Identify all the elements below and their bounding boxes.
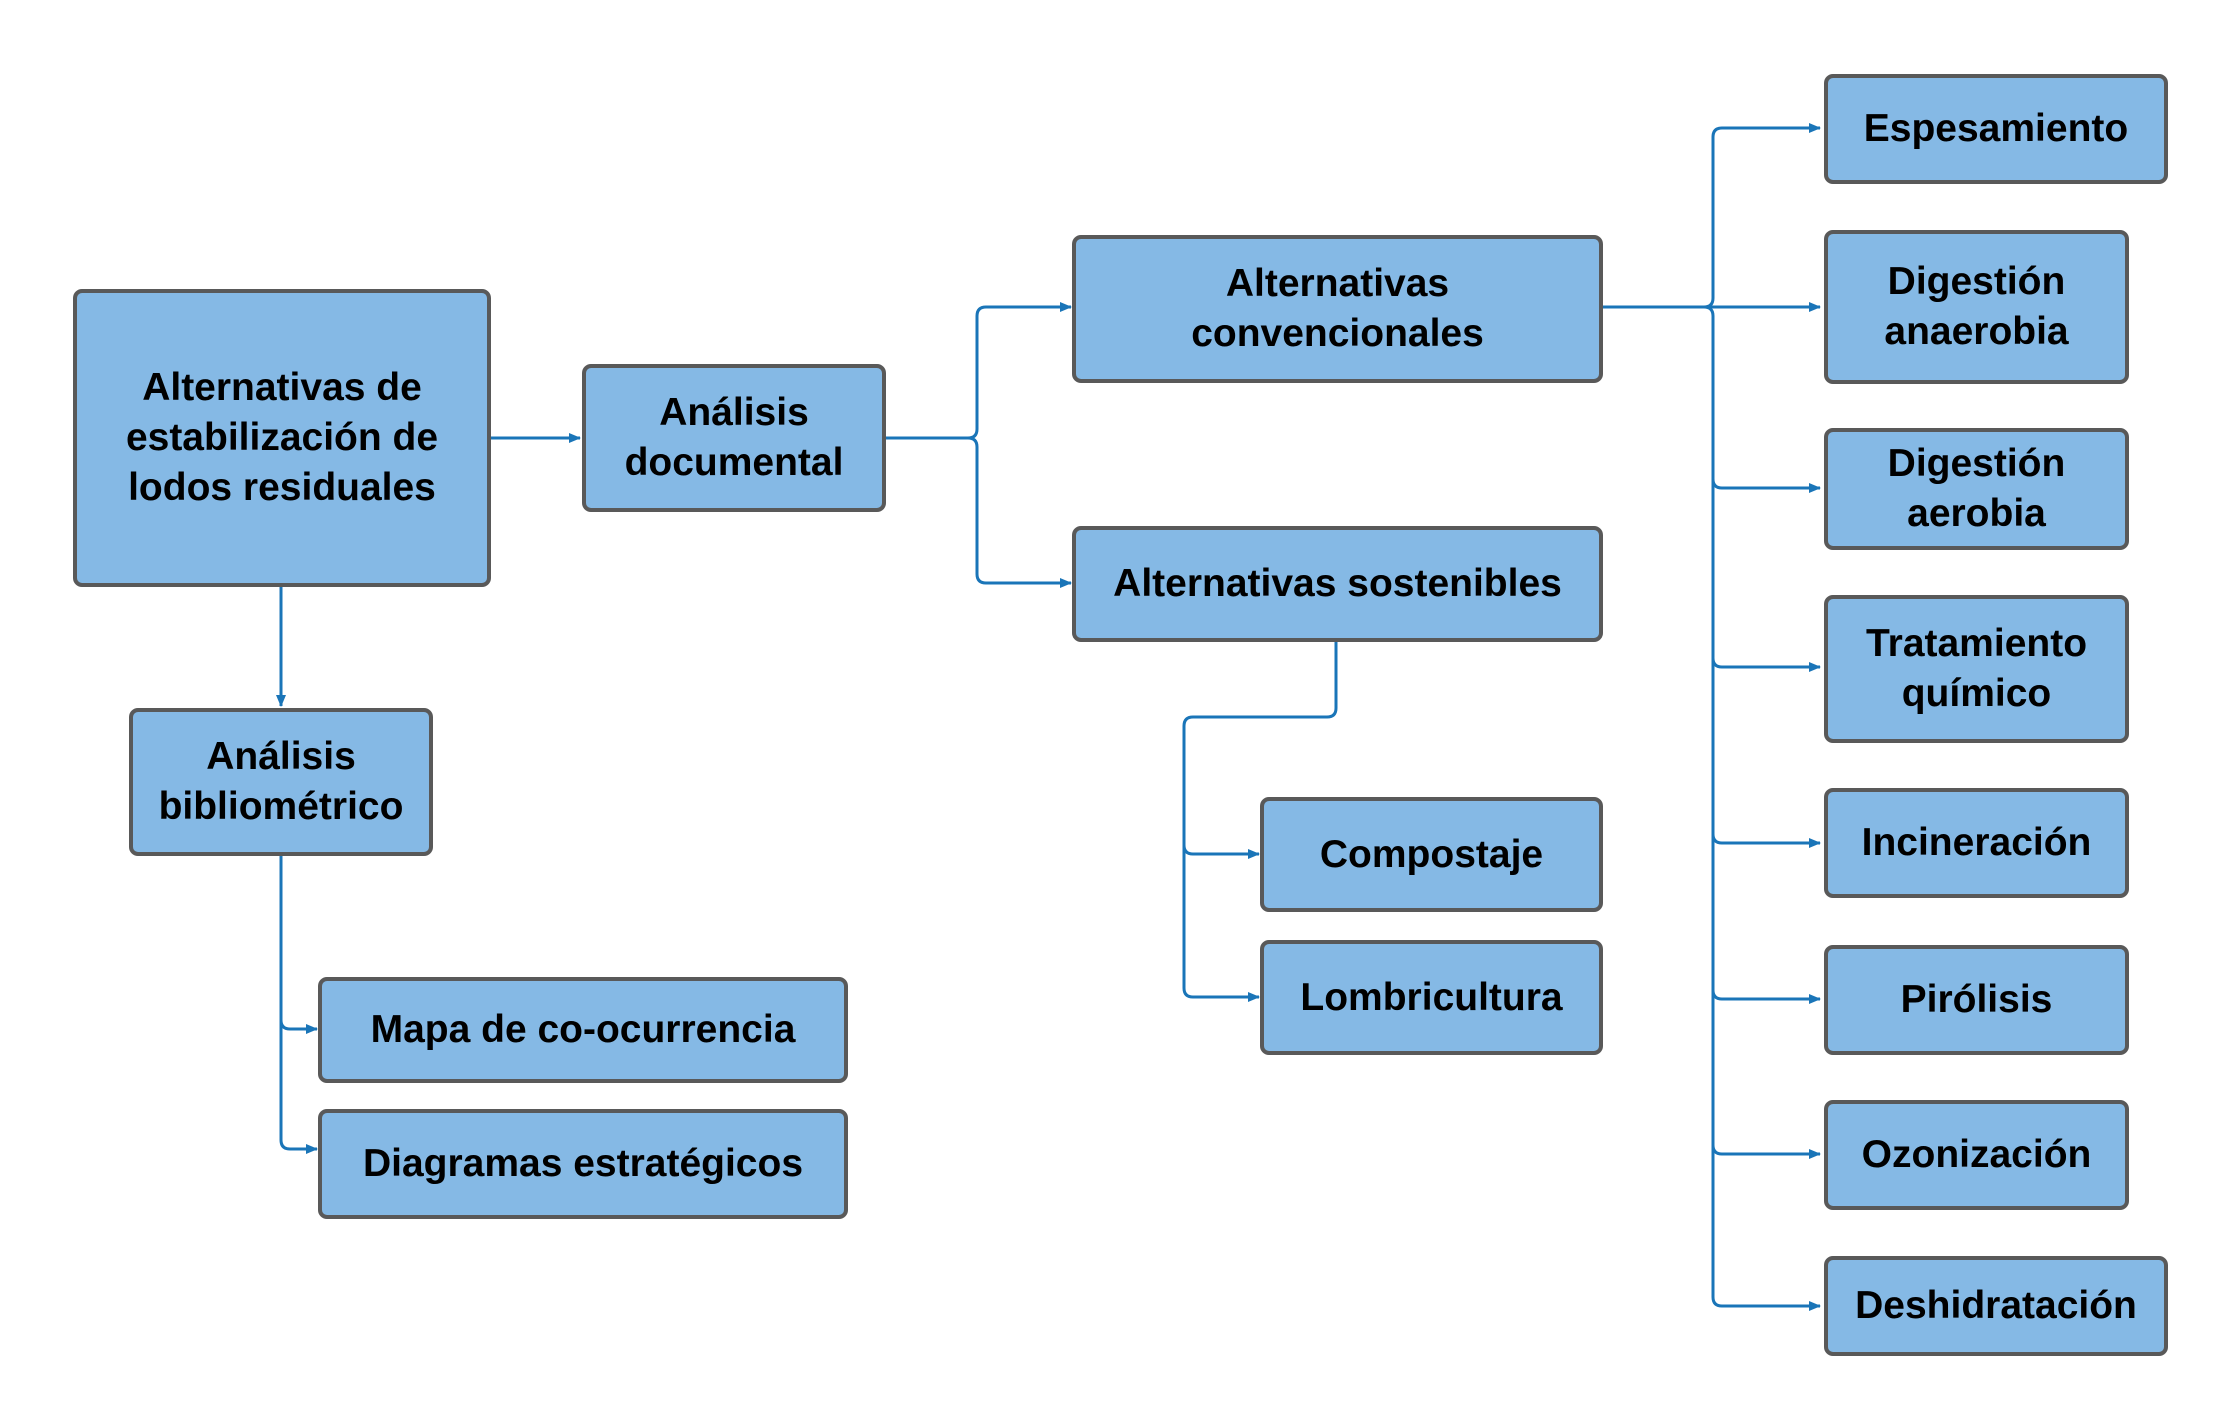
node-incineracion-label: Incineración — [1861, 821, 2092, 864]
connector-documental-to-sostenibles — [967, 436, 1072, 588]
node-tratamiento-quimico-label: Tratamiento químico — [1865, 622, 2088, 715]
node-digestion-aerobia: Digestión aerobia — [1824, 428, 2129, 550]
node-digestion-anaerobia-label: Digestión anaerobia — [1884, 260, 2069, 353]
connector-convencionales-to-ozonizacion — [1711, 990, 1821, 1159]
connector-convencionales-to-digestion-aerobia — [1703, 305, 1821, 493]
node-deshidratacion: Deshidratación — [1824, 1256, 2168, 1356]
node-incineracion: Incineración — [1824, 788, 2129, 898]
node-lombricultura-label: Lombricultura — [1300, 975, 1563, 1019]
connector-convencionales-to-espesamiento — [1703, 123, 1821, 309]
node-mapa-coocurrencia: Mapa de co-ocurrencia — [318, 977, 848, 1083]
node-compostaje: Compostaje — [1260, 797, 1603, 912]
node-deshidratacion-label: Deshidratación — [1855, 1284, 2137, 1327]
connector-convencionales-to-tratamiento-quimico — [1711, 479, 1821, 672]
node-root: Alternativas de estabilización de lodos … — [73, 289, 491, 587]
node-tratamiento-quimico: Tratamiento químico — [1824, 595, 2129, 743]
connector-convencionales-to-deshidratacion — [1711, 1145, 1821, 1311]
connector-sostenibles-to-lombricultura — [1182, 845, 1260, 1002]
connector-bibliometrico-to-mapa — [279, 855, 318, 1034]
node-analisis-bibliometrico: Análisis bibliométrico — [129, 708, 433, 856]
node-alternativas-sostenibles: Alternativas sostenibles — [1072, 526, 1603, 642]
node-pirolisis: Pirólisis — [1824, 945, 2129, 1055]
connector-sostenibles-to-compostaje — [1182, 641, 1338, 859]
node-lombricultura: Lombricultura — [1260, 940, 1603, 1055]
node-root-label: Alternativas de estabilización de lodos … — [125, 366, 439, 509]
node-ozonizacion-label: Ozonización — [1861, 1133, 2092, 1176]
node-alternativas-sostenibles-label: Alternativas sostenibles — [1113, 562, 1562, 605]
node-espesamiento: Espesamiento — [1824, 74, 2168, 184]
node-diagramas-estrategicos: Diagramas estratégicos — [318, 1109, 848, 1219]
connector-bibliometrico-to-diagramas — [279, 1020, 318, 1154]
node-diagramas-estrategicos-label: Diagramas estratégicos — [362, 1142, 804, 1185]
node-alternativas-convencionales: Alternativas convencionales — [1072, 235, 1603, 383]
node-pirolisis-label: Pirólisis — [1900, 978, 2053, 1021]
node-mapa-coocurrencia-label: Mapa de co-ocurrencia — [370, 1008, 796, 1051]
node-analisis-documental-label: Análisis documental — [624, 391, 844, 484]
connector-documental-to-convencionales — [886, 302, 1072, 440]
node-analisis-documental: Análisis documental — [582, 364, 886, 512]
node-digestion-aerobia-label: Digestión aerobia — [1887, 442, 2066, 535]
node-digestion-anaerobia: Digestión anaerobia — [1824, 230, 2129, 384]
node-compostaje-label: Compostaje — [1319, 832, 1544, 876]
connector-convencionales-to-incineracion — [1711, 658, 1821, 848]
node-analisis-bibliometrico-label: Análisis bibliométrico — [158, 735, 404, 828]
node-ozonizacion: Ozonización — [1824, 1100, 2129, 1210]
node-espesamiento-label: Espesamiento — [1863, 107, 2129, 150]
node-alternativas-convencionales-label: Alternativas convencionales — [1191, 262, 1484, 355]
connector-convencionales-to-pirolisis — [1711, 834, 1821, 1004]
